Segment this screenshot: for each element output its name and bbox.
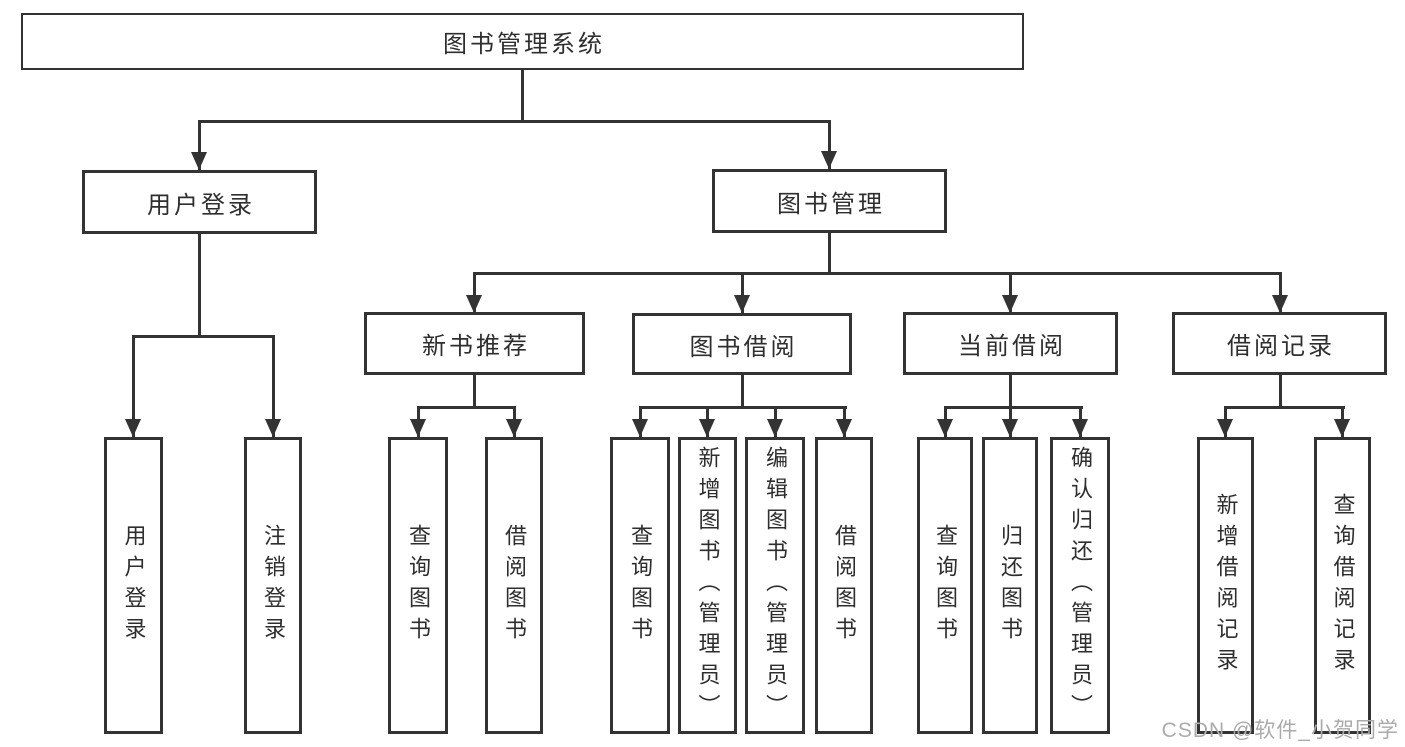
- arrow-down-icon: [1002, 295, 1018, 313]
- node-add-books-admin: 新增图书（管理员）: [678, 437, 737, 734]
- connector-book-borrowing-bar: [638, 406, 847, 409]
- node-borrow-books-recommend: 借阅图书: [485, 437, 543, 734]
- connector-user-login-bar: [131, 335, 275, 338]
- node-return-books: 归还图书: [982, 437, 1038, 734]
- node-label: 用户登录: [121, 523, 147, 648]
- node-book-borrowing: 图书借阅: [632, 313, 852, 375]
- arrow-down-icon: [821, 151, 837, 169]
- node-label: 用户登录: [147, 191, 255, 219]
- connector-drop-borrowing-records: [1278, 272, 1282, 313]
- connector-book-borrowing-stub: [740, 375, 744, 406]
- connector-drop-logout: [271, 335, 275, 437]
- arrow-down-icon: [466, 295, 482, 313]
- connector-book-management-stub: [827, 233, 831, 272]
- node-add-borrow-record: 新增借阅记录: [1197, 437, 1254, 734]
- node-query-borrow-record: 查询借阅记录: [1314, 437, 1371, 734]
- node-label: 新书推荐: [422, 333, 530, 360]
- connector-book-management-bar: [472, 272, 1282, 275]
- node-label: 归还图书: [998, 523, 1023, 648]
- node-book-management: 图书管理: [712, 169, 947, 233]
- arrow-down-icon: [191, 152, 207, 170]
- node-label: 查询借阅记录: [1330, 492, 1356, 679]
- connector-drop-book-borrowing: [740, 272, 744, 313]
- arrow-down-icon: [125, 419, 141, 437]
- node-library-system: 图书管理系统: [21, 13, 1024, 70]
- node-user-login-branch: 用户登录: [82, 170, 317, 234]
- connector-new-book-recommend-stub: [472, 375, 476, 406]
- node-confirm-return-admin: 确认归还（管理员）: [1050, 437, 1110, 734]
- connector-root-stub: [520, 70, 524, 120]
- node-label: 查询图书: [933, 523, 958, 648]
- connector-drop-book-management: [827, 120, 831, 169]
- node-label: 新增图书（管理员）: [695, 446, 721, 725]
- node-borrowing-records: 借阅记录: [1172, 312, 1387, 375]
- node-label: 图书借阅: [689, 333, 798, 361]
- node-user-login-leaf: 用户登录: [104, 437, 163, 734]
- node-label: 当前借阅: [958, 333, 1066, 360]
- arrow-down-icon: [1002, 419, 1018, 437]
- node-label: 编辑图书（管理员）: [763, 446, 788, 725]
- connector-current-borrowing-stub: [1008, 375, 1012, 406]
- node-query-books-recommend: 查询图书: [388, 437, 448, 734]
- arrow-down-icon: [1334, 419, 1350, 437]
- connector-drop-new-book-recommend: [472, 272, 476, 313]
- node-query-books-current: 查询图书: [917, 437, 973, 734]
- arrow-down-icon: [699, 419, 715, 437]
- arrow-down-icon: [1217, 419, 1233, 437]
- node-borrow-books-borrowing: 借阅图书: [815, 437, 873, 734]
- node-label: 新增借阅记录: [1213, 492, 1239, 679]
- node-current-borrowing: 当前借阅: [903, 312, 1118, 375]
- node-label: 注销登录: [261, 523, 286, 648]
- connector-drop-current-borrowing: [1008, 272, 1012, 313]
- arrow-down-icon: [767, 419, 783, 437]
- arrow-down-icon: [632, 419, 648, 437]
- node-label: 图书管理系统: [443, 31, 605, 58]
- arrow-down-icon: [836, 419, 852, 437]
- connector-user-login-stub: [197, 234, 201, 335]
- node-new-book-recommend: 新书推荐: [364, 312, 585, 375]
- csdn-watermark: CSDN @软件_小贺同学: [1161, 719, 1399, 742]
- arrow-down-icon: [1272, 295, 1288, 313]
- arrow-down-icon: [265, 419, 281, 437]
- connector-borrowing-records-bar: [1223, 406, 1345, 409]
- node-label: 查询图书: [406, 523, 431, 648]
- arrow-down-icon: [410, 419, 426, 437]
- connector-new-book-recommend-bar: [416, 406, 516, 409]
- node-label: 借阅记录: [1227, 333, 1335, 360]
- connector-drop-login: [131, 335, 135, 437]
- arrow-down-icon: [1072, 419, 1088, 437]
- connector-root-bar: [197, 120, 831, 123]
- node-logout: 注销登录: [244, 437, 302, 734]
- node-label: 图书管理: [777, 190, 885, 218]
- node-query-books-borrowing: 查询图书: [610, 437, 670, 734]
- node-edit-books-admin: 编辑图书（管理员）: [745, 437, 805, 734]
- arrow-down-icon: [937, 419, 953, 437]
- connector-borrowing-records-stub: [1278, 375, 1282, 406]
- arrow-down-icon: [506, 419, 522, 437]
- node-label: 借阅图书: [832, 523, 857, 648]
- node-label: 借阅图书: [502, 523, 527, 648]
- node-label: 查询图书: [628, 523, 653, 648]
- node-label: 确认归还（管理员）: [1068, 446, 1093, 725]
- connector-drop-user-login: [197, 120, 201, 170]
- connector-current-borrowing-bar: [943, 406, 1083, 409]
- arrow-down-icon: [734, 295, 750, 313]
